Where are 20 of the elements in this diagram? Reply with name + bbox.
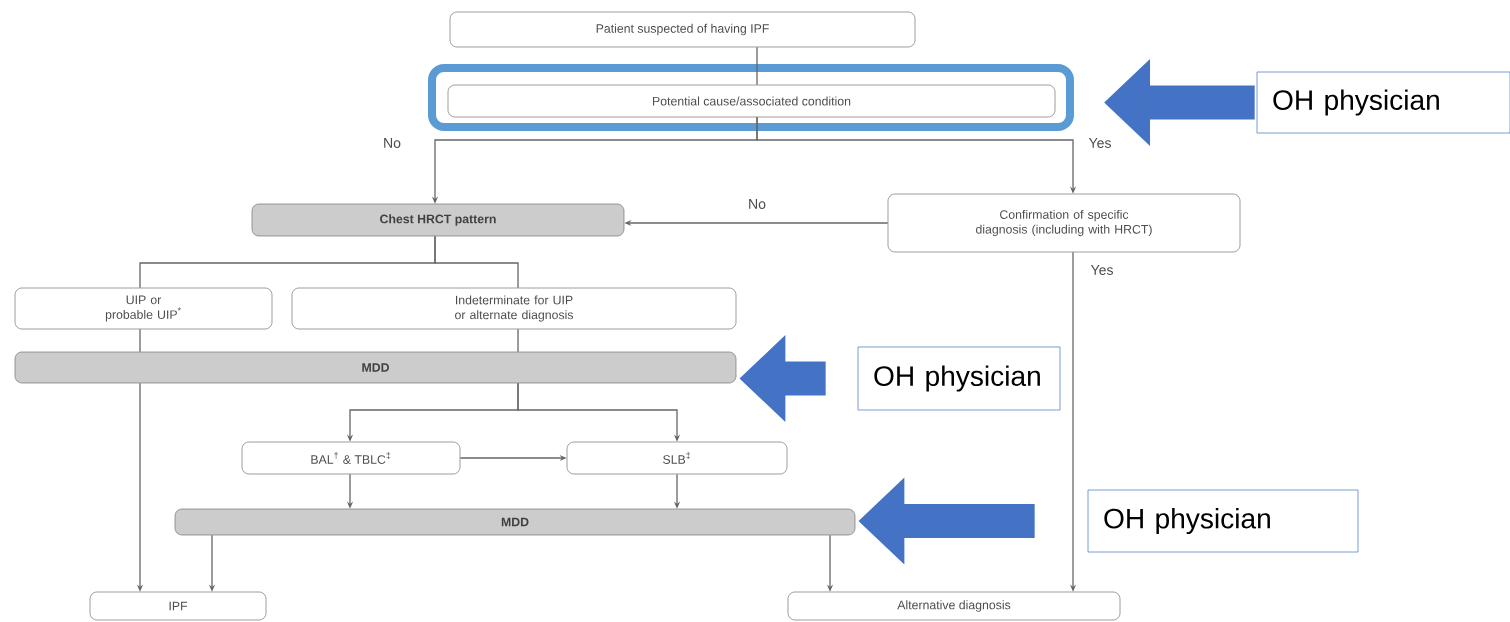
process-box: MDD xyxy=(174,508,856,536)
callout-box: OH physician xyxy=(1087,489,1359,553)
callout-box: OH physician xyxy=(857,346,1061,411)
callout-box: OH physician xyxy=(1256,71,1510,134)
process-box: Chest HRCT pattern xyxy=(251,203,625,237)
process-box: Indeterminate for UIP or alternate diagnosis xyxy=(291,287,737,330)
process-box: Patient suspected of having IPF xyxy=(449,11,916,48)
edge-label: No xyxy=(381,136,403,150)
process-box: UIP or probable UIP$^{*}$ xyxy=(14,287,273,330)
process-box: IPF xyxy=(89,591,267,621)
edge-label: Yes xyxy=(1086,136,1114,150)
process-box: MDD xyxy=(14,351,737,384)
process-box: Potential cause/associated condition xyxy=(447,84,1056,118)
edge-label: No xyxy=(746,197,768,211)
highlight-frame xyxy=(428,64,1074,131)
process-box: SLB$^{‡}$ xyxy=(566,441,788,475)
process-box: Confirmation of specific diagnosis (including with HRCT) xyxy=(887,193,1241,253)
edge-label: Yes xyxy=(1088,263,1116,277)
process-box: Alternative diagnosis xyxy=(787,591,1121,621)
process-box: BAL$^{†}$ & TBLC$^{‡}$ xyxy=(241,441,461,475)
